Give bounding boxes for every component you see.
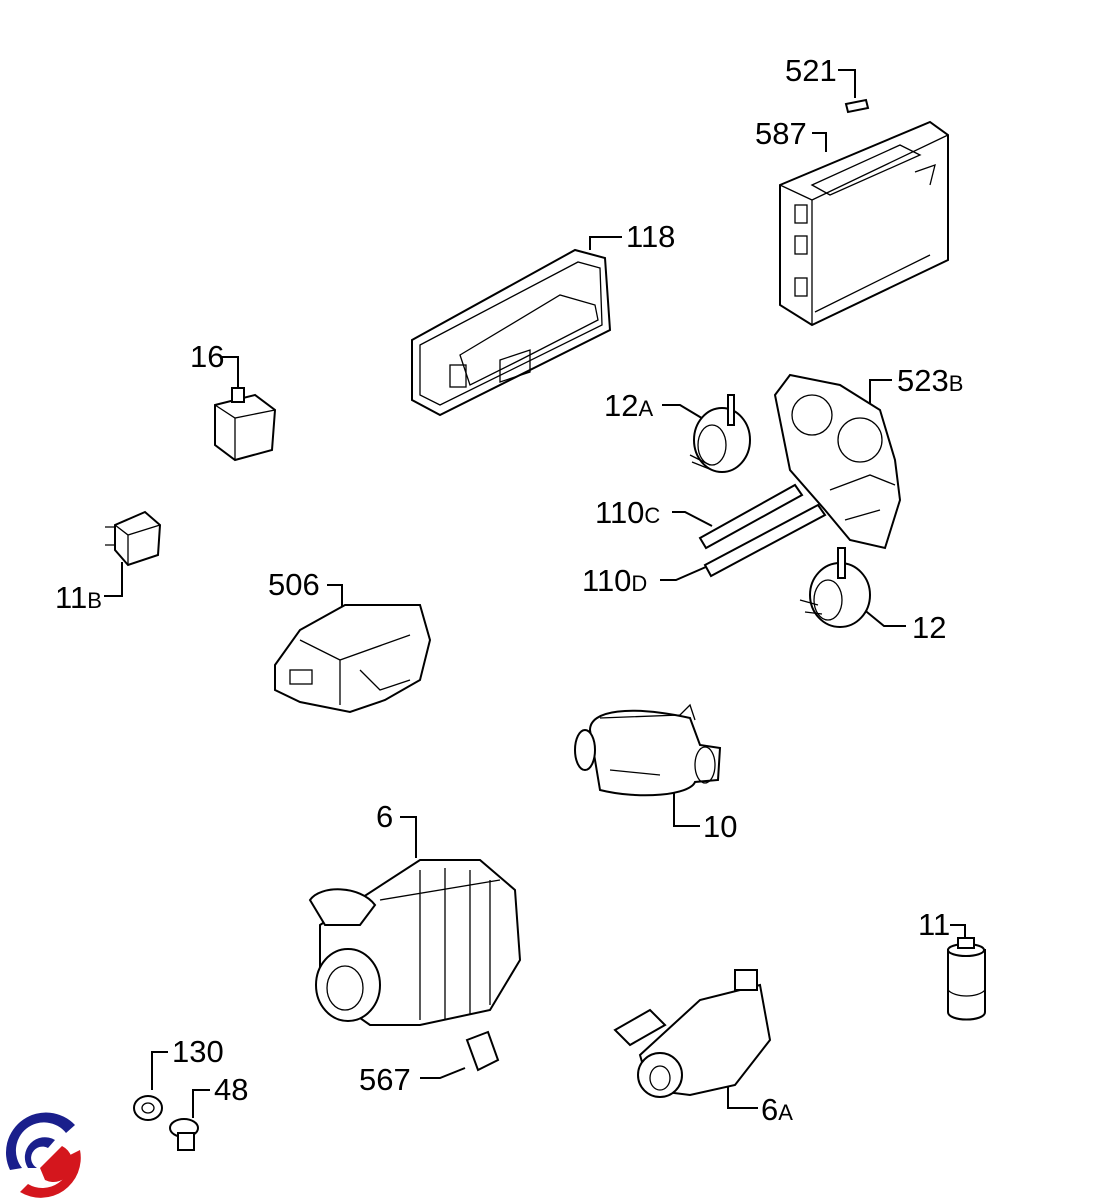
- label-130: 130: [172, 1036, 224, 1067]
- part-number: 523: [897, 363, 949, 398]
- part-521-chip: [844, 98, 870, 114]
- label-523B: 523B: [897, 365, 963, 396]
- label-6: 6: [376, 801, 393, 832]
- part-number: 10: [703, 809, 738, 844]
- label-110C: 110C: [595, 497, 660, 528]
- part-118-control-panel: [411, 248, 612, 417]
- part-523B-manifold: [773, 373, 902, 550]
- part-number: 506: [268, 567, 320, 602]
- part-11-capacitor: [947, 937, 986, 1021]
- label-11B: 11B: [55, 582, 102, 613]
- part-number: 11: [918, 907, 951, 942]
- part-506-bracket: [274, 604, 432, 714]
- part-10-heater: [574, 703, 722, 797]
- part-number: 521: [785, 53, 837, 88]
- part-suffix: B: [948, 371, 964, 396]
- part-number: 118: [626, 219, 676, 254]
- brand-logo: [5, 1112, 81, 1198]
- label-10: 10: [703, 811, 737, 842]
- part-suffix: A: [638, 396, 654, 421]
- label-587: 587: [755, 118, 807, 149]
- part-12A-pressure-switch: [689, 394, 751, 473]
- leader-lines: [104, 69, 966, 1118]
- label-11: 11: [918, 909, 950, 940]
- part-number: 6: [761, 1092, 779, 1127]
- label-118: 118: [626, 221, 675, 252]
- label-12: 12: [912, 612, 946, 643]
- part-number: 12: [912, 610, 947, 645]
- part-number: 110: [595, 495, 645, 530]
- part-suffix: D: [631, 571, 648, 596]
- part-number: 12: [604, 388, 639, 423]
- part-number: 130: [172, 1034, 224, 1069]
- label-567: 567: [359, 1064, 411, 1095]
- part-567-clip: [465, 1030, 500, 1072]
- part-6-pump-motor: [308, 859, 522, 1026]
- label-110D: 110D: [582, 565, 647, 596]
- part-16-switch: [214, 387, 277, 462]
- part-number: 6: [376, 799, 394, 834]
- part-11B-relay: [105, 510, 162, 567]
- part-suffix: B: [87, 588, 102, 613]
- label-16: 16: [190, 341, 224, 372]
- part-number: 587: [755, 116, 807, 151]
- part-suffix: A: [778, 1100, 793, 1125]
- part-587-control-module: [779, 120, 949, 327]
- part-suffix: C: [644, 503, 661, 528]
- part-number: 16: [190, 339, 225, 374]
- part-number: 567: [359, 1062, 411, 1097]
- part-number: 110: [582, 563, 632, 598]
- part-130-seal: [133, 1095, 163, 1121]
- label-521: 521: [785, 55, 837, 86]
- label-506: 506: [268, 569, 320, 600]
- label-6A: 6A: [761, 1094, 793, 1125]
- part-12-pressure-switch: [799, 547, 871, 628]
- part-number: 48: [214, 1072, 249, 1107]
- label-48: 48: [214, 1074, 248, 1105]
- label-12A: 12A: [604, 390, 653, 421]
- part-110-hoses: [698, 483, 827, 578]
- part-6A-drain-pump: [613, 969, 772, 1098]
- part-number: 11: [55, 580, 88, 615]
- part-48-screw: [169, 1118, 199, 1151]
